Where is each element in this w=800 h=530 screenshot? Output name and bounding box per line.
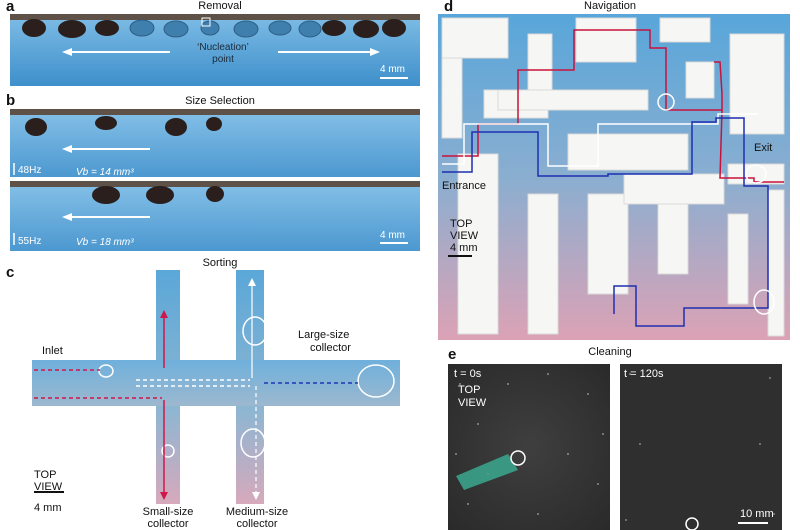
panel-a-label: a (6, 0, 15, 15)
panel-c-label: c (6, 264, 15, 281)
freq-48-label: 48Hz (18, 165, 42, 176)
panel-b-scale: 4 mm (380, 230, 405, 241)
panel-c-view-label: VIEW (34, 481, 63, 493)
panel-d-image (438, 14, 790, 340)
small-collector-label-1: Small-size (142, 506, 194, 518)
small-collector-label-2: collector (147, 518, 189, 530)
large-collector-label-1: Large-size (298, 329, 350, 341)
panel-c-scale: 4 mm (34, 502, 62, 514)
freq-55-label: 55Hz (18, 236, 42, 247)
panel-a-image (10, 14, 420, 86)
panel-e-scale: 10 mm (740, 508, 774, 520)
entrance-label: Entrance (442, 180, 487, 192)
inlet-label: Inlet (42, 345, 63, 357)
panel-c-image (32, 270, 400, 504)
panel-b-label: b (6, 92, 16, 109)
panel-b-title: Size Selection (185, 95, 255, 107)
panel-d-label: d (444, 0, 454, 15)
panel-d-view-label: VIEW (450, 230, 479, 242)
panel-a-title: Removal (198, 0, 242, 12)
medium-collector-label-1: Medium-size (225, 506, 289, 518)
panel-d-title: Navigation (584, 0, 636, 12)
large-collector-label-2: collector (310, 342, 351, 354)
panel-d-scale: 4 mm (450, 242, 478, 254)
panel-e-view-label: VIEW (458, 397, 487, 409)
nucleation-label-2: point (212, 54, 234, 65)
vb-14-label: Vb = 14 mm³ (76, 167, 134, 178)
panel-e-title: Cleaning (588, 346, 632, 358)
exit-label: Exit (754, 142, 773, 154)
panel-e-top-label: TOP (458, 384, 481, 396)
nucleation-label-1: ‘Nucleation’ (197, 42, 249, 53)
vb-18-label: Vb = 18 mm³ (76, 237, 134, 248)
t-left-label: t = 0s (454, 368, 482, 380)
t-right-label: t = 120s (624, 368, 664, 380)
panel-a-scale: 4 mm (380, 64, 405, 75)
panel-e-left-image (448, 364, 610, 530)
bubble-row (22, 19, 406, 38)
panel-c-title: Sorting (202, 257, 238, 269)
panel-e-right-image (620, 364, 782, 530)
panel-d-top-label: TOP (450, 218, 473, 230)
panel-c-top-label: TOP (34, 469, 57, 481)
panel-e-label: e (448, 346, 457, 363)
medium-collector-label-2: collector (236, 518, 278, 530)
panel-b-image (10, 109, 420, 251)
